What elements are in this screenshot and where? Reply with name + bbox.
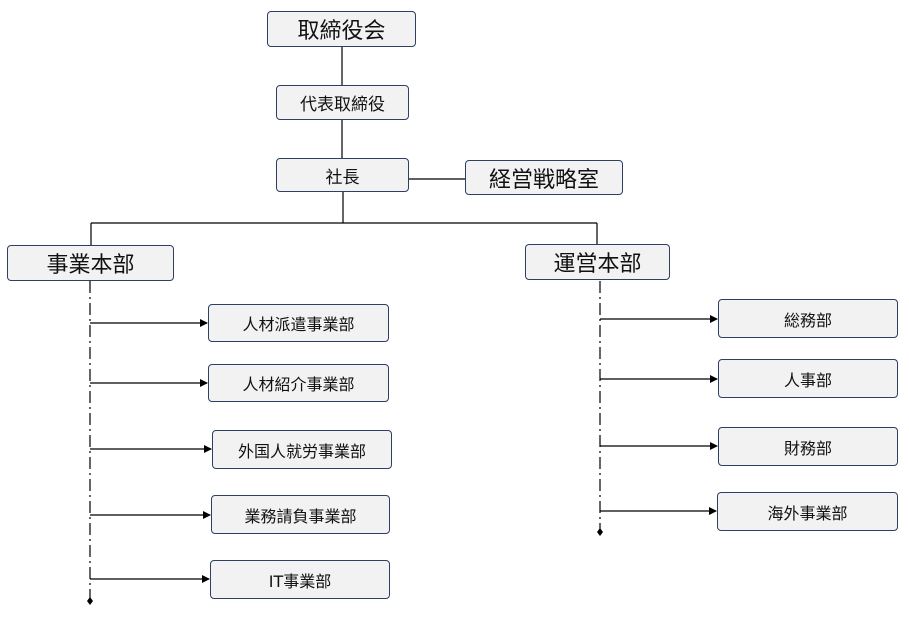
business-spine-end-diamond: [87, 597, 93, 605]
operations-dept-2-box: 人事部: [718, 359, 898, 398]
business-division-box: 事業本部: [7, 245, 174, 281]
strategy-office-box: 経営戦略室: [465, 160, 623, 195]
operations-spine-end-diamond: [597, 528, 603, 536]
operations-dept-3-box: 財務部: [718, 427, 898, 466]
business-dept-4-box: 業務請負事業部: [211, 495, 390, 534]
operations-dept-1-box: 総務部: [718, 299, 898, 338]
representative-director-box: 代表取締役: [276, 85, 409, 120]
operations-division-box: 運営本部: [525, 244, 670, 280]
business-dept-1-box: 人材派遣事業部: [208, 304, 389, 342]
operations-dept-4-box: 海外事業部: [717, 492, 898, 531]
business-dept-2-box: 人材紹介事業部: [208, 364, 389, 402]
business-dept-3-box: 外国人就労事業部: [212, 430, 392, 469]
business-dept-5-box: IT事業部: [210, 560, 390, 599]
president-box: 社長: [276, 158, 409, 192]
board-of-directors-box: 取締役会: [267, 11, 416, 47]
